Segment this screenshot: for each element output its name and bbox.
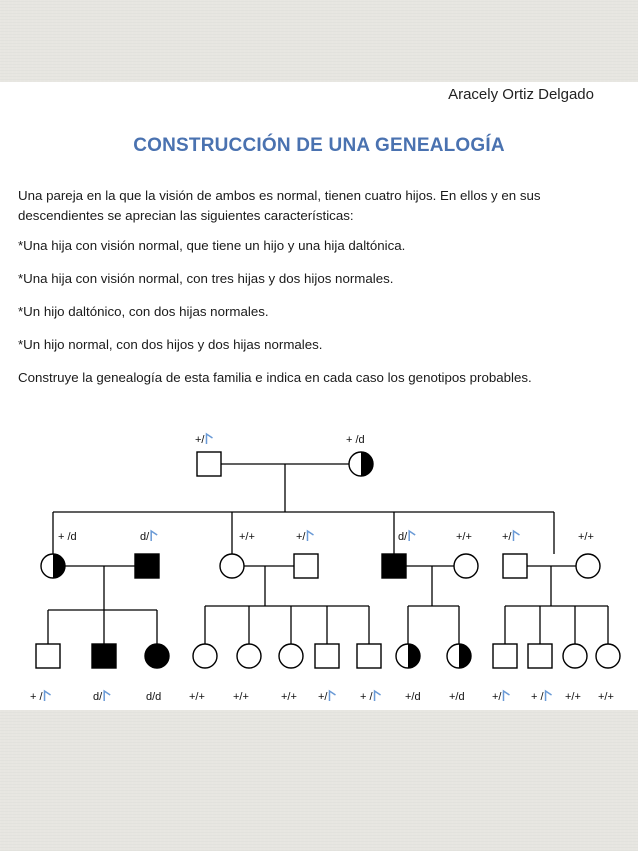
gen3-genotype-7-y-mark <box>328 689 336 701</box>
intro-line-1: Una pareja en la que la visión de ambos … <box>18 188 541 203</box>
document-page: Aracely Ortiz Delgado CONSTRUCCIÓN DE UN… <box>0 82 638 710</box>
gen3-genotype-11: +/ <box>492 691 502 703</box>
gen3-genotype-11-y-mark <box>502 689 510 701</box>
gen3-genotype-12-y-mark <box>544 689 552 701</box>
intro-line-2: descendientes se aprecian las siguientes… <box>18 208 354 223</box>
gen2-individual-5-male-symbol <box>381 553 407 579</box>
gen2-individual-8-female-symbol <box>575 553 601 579</box>
gen3-genotype-10: +/d <box>449 691 465 703</box>
gen3-individual-3-female-symbol <box>144 643 170 669</box>
gen2-genotype-7: +/ <box>502 531 512 543</box>
gen3-individual-14-female-symbol <box>595 643 621 669</box>
gen2-individual-3-female-symbol <box>219 553 245 579</box>
item-4: *Un hijo normal, con dos hijos y dos hij… <box>18 337 323 352</box>
gen3-individual-12-male-symbol <box>527 643 553 669</box>
gen2-individual-7-male-symbol <box>502 553 528 579</box>
gen3-genotype-4: +/+ <box>189 691 205 703</box>
gen3-genotype-6: +/+ <box>281 691 297 703</box>
gen2-genotype-1: + /d <box>58 531 77 543</box>
item-2: *Una hija con visión normal, con tres hi… <box>18 271 394 286</box>
gen3-genotype-5: +/+ <box>233 691 249 703</box>
gen2-individual-2-male-symbol <box>134 553 160 579</box>
gen3-individual-8-male-symbol <box>356 643 382 669</box>
gen2-genotype-4: +/ <box>296 531 306 543</box>
gen2-genotype-2-y-mark <box>150 529 158 541</box>
instruction-text: Construye la genealogía de esta familia … <box>18 370 532 385</box>
gen2-genotype-5-y-mark <box>408 529 416 541</box>
gen1-mother-genotype: + /d <box>346 434 365 446</box>
gen3-genotype-8-y-mark <box>373 689 381 701</box>
gen2-genotype-5: d/ <box>398 531 408 543</box>
gen3-genotype-3: d/d <box>146 691 161 703</box>
gen2-individual-1-carrier-half <box>53 554 65 578</box>
gen1-mother-carrier-half <box>361 452 373 476</box>
gen2-genotype-3: +/+ <box>239 531 255 543</box>
gen3-individual-13-female-symbol <box>562 643 588 669</box>
gen3-individual-4-female-symbol <box>192 643 218 669</box>
gen3-genotype-13: +/+ <box>565 691 581 703</box>
gen3-genotype-2: d/ <box>93 691 103 703</box>
gen2-individual-6-female-symbol <box>453 553 479 579</box>
gen3-individual-5-female-symbol <box>236 643 262 669</box>
gen2-genotype-6: +/+ <box>456 531 472 543</box>
gen3-individual-7-male-symbol <box>314 643 340 669</box>
document-title: CONSTRUCCIÓN DE UNA GENEALOGÍA <box>133 135 505 156</box>
gen2-individual-4-male-symbol <box>293 553 319 579</box>
gen2-genotype-7-y-mark <box>512 529 520 541</box>
gen3-genotype-9: +/d <box>405 691 421 703</box>
item-3: *Un hijo daltónico, con dos hijas normal… <box>18 304 269 319</box>
item-1: *Una hija con visión normal, que tiene u… <box>18 238 406 253</box>
gen3-genotype-2-y-mark <box>103 689 111 701</box>
gen3-individual-1-male-symbol <box>35 643 61 669</box>
gen3-individual-9-carrier-half <box>408 644 420 668</box>
gen3-genotype-1-y-mark <box>43 689 51 701</box>
gen2-genotype-4-y-mark <box>306 529 314 541</box>
gen2-genotype-2: d/ <box>140 531 150 543</box>
gen3-genotype-12: + / <box>531 691 544 703</box>
gen3-individual-11-male-symbol <box>492 643 518 669</box>
gen3-individual-6-female-symbol <box>278 643 304 669</box>
gen3-genotype-14: +/+ <box>598 691 614 703</box>
gen3-genotype-8: + / <box>360 691 373 703</box>
gen3-individual-10-carrier-half <box>459 644 471 668</box>
gen2-genotype-8: +/+ <box>578 531 594 543</box>
author-name: Aracely Ortiz Delgado <box>448 86 594 103</box>
gen1-father-male-symbol <box>196 451 222 477</box>
gen1-father-genotype: +/ <box>195 434 205 446</box>
gen3-individual-2-male-symbol <box>91 643 117 669</box>
intro-paragraph: Una pareja en la que la visión de ambos … <box>18 186 618 226</box>
gen3-genotype-1: + / <box>30 691 43 703</box>
gen3-genotype-7: +/ <box>318 691 328 703</box>
gen1-father-genotype-y-mark <box>205 432 213 444</box>
